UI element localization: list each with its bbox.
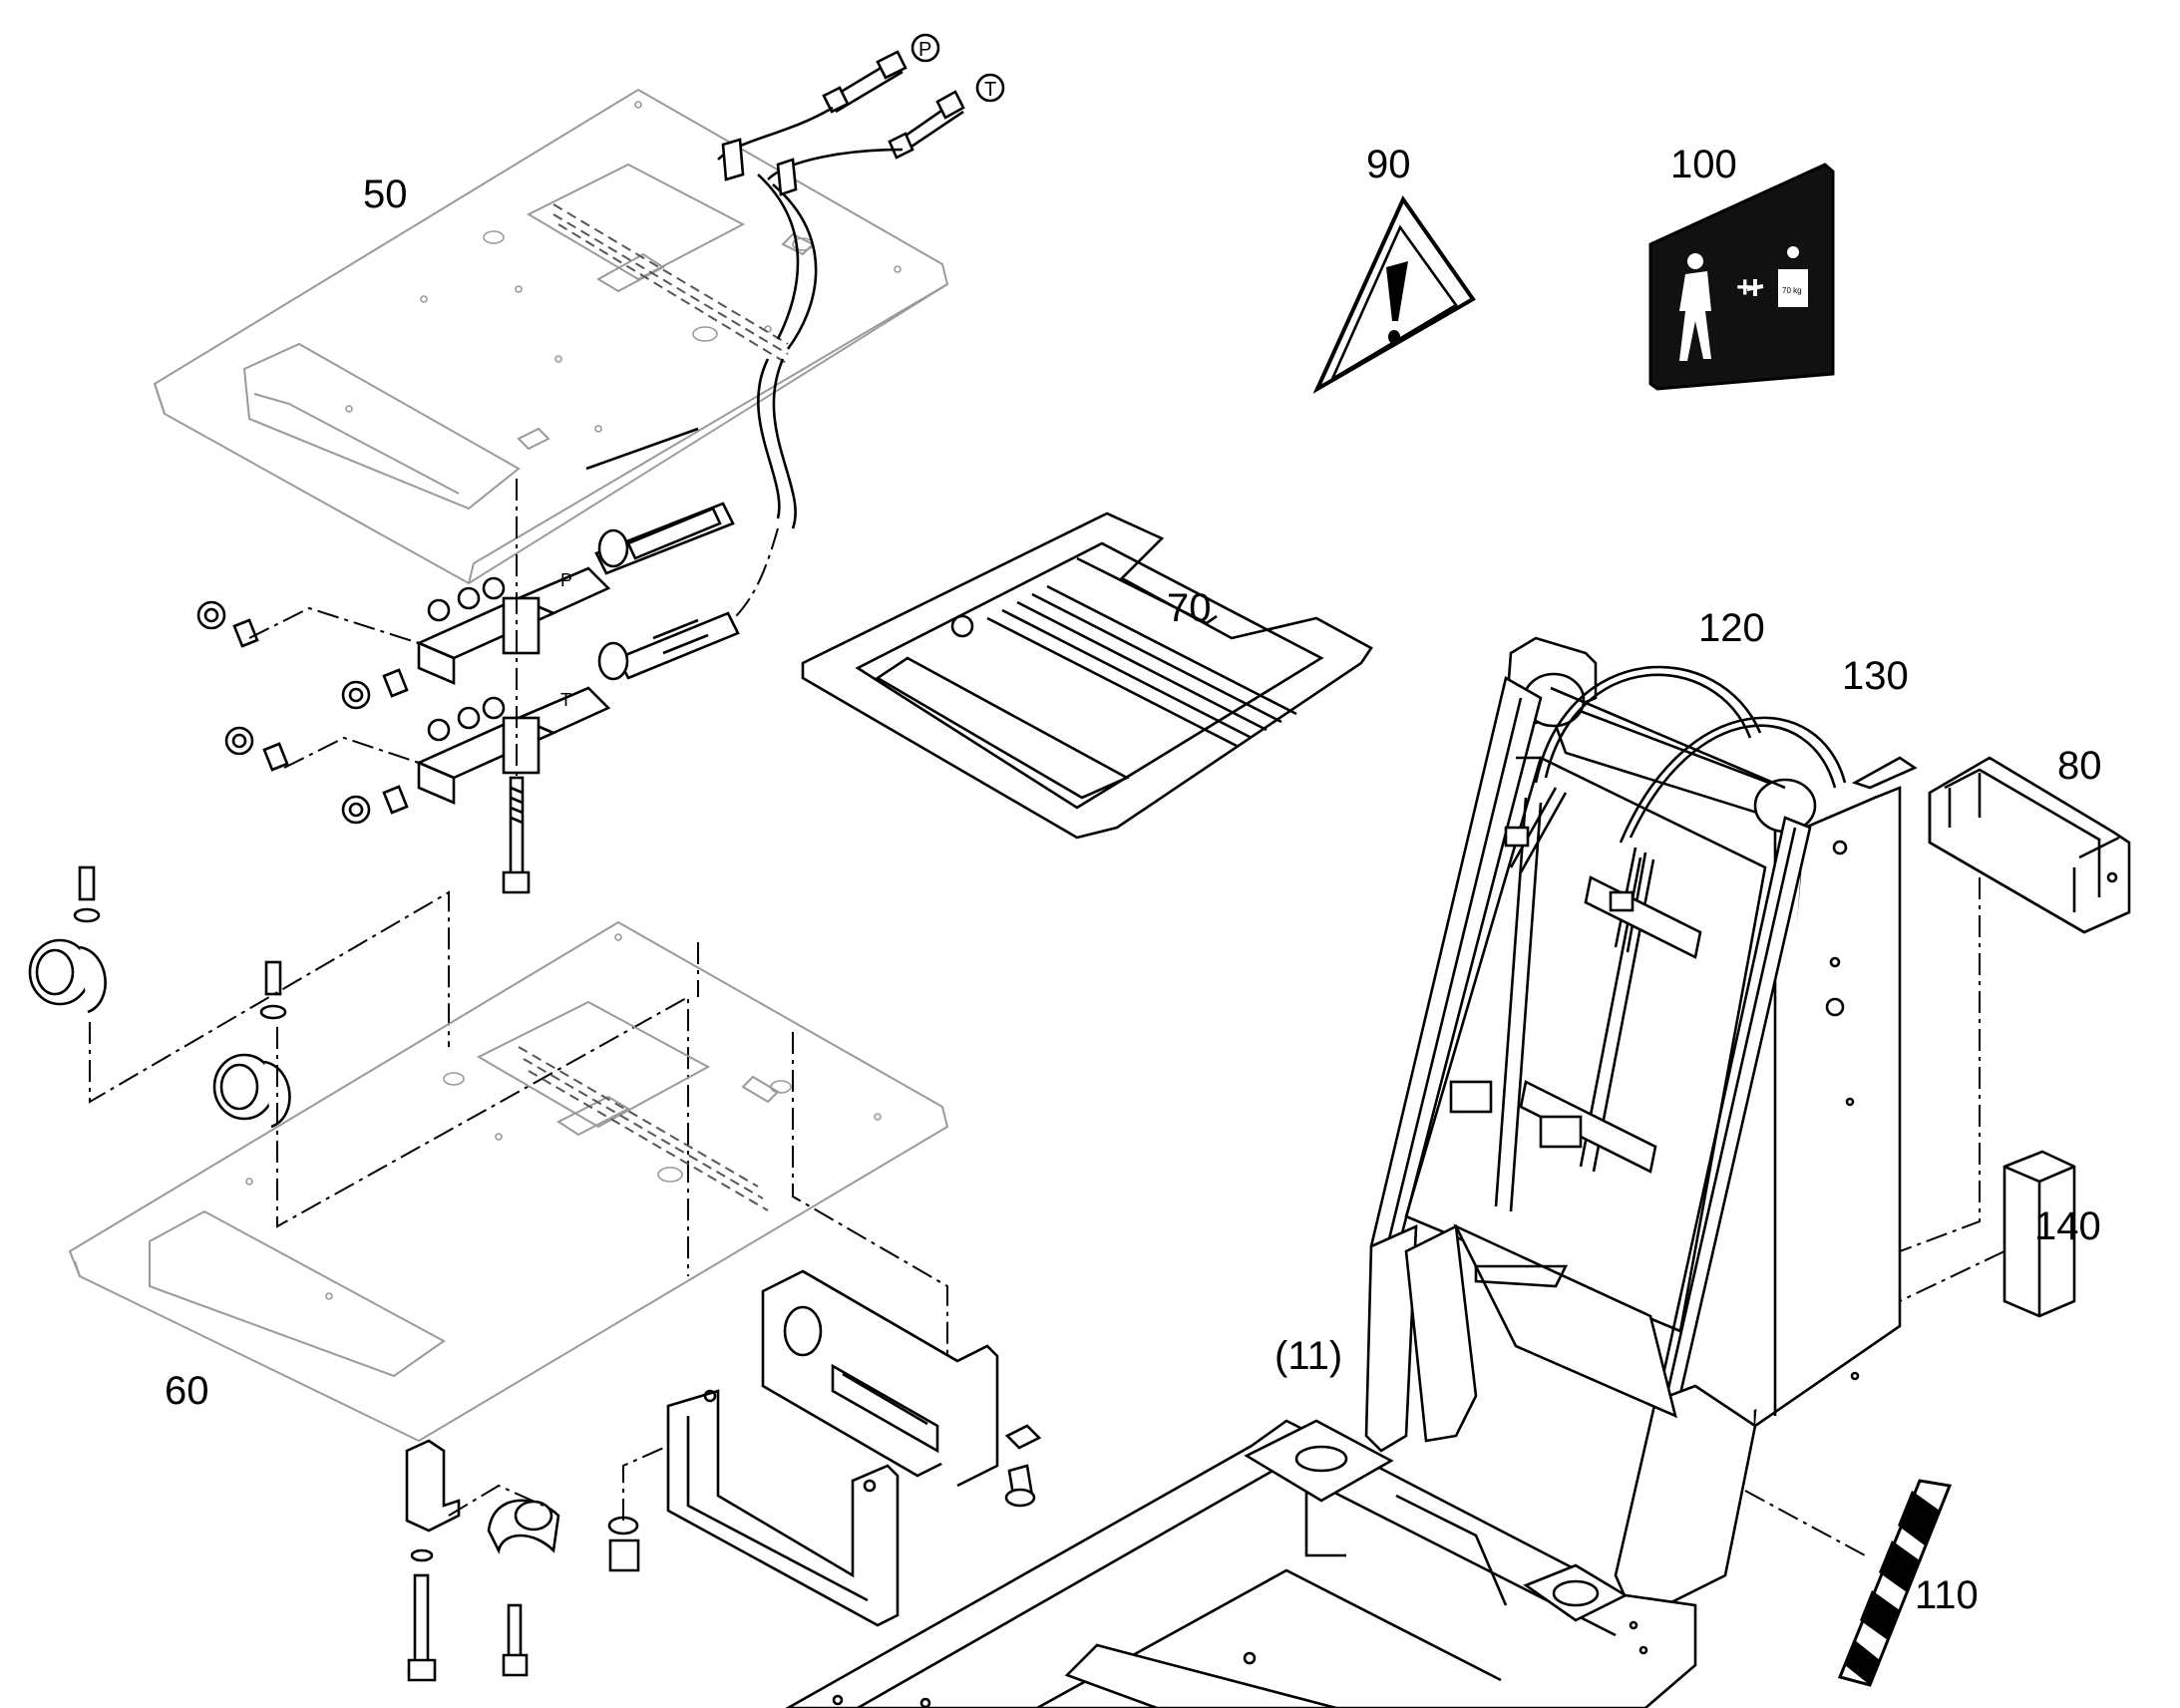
port-label-p-block: P xyxy=(560,570,572,590)
plate-60 xyxy=(68,920,949,1443)
hazard-strip-110 xyxy=(1744,1479,1953,1687)
callout-60: 60 xyxy=(165,1369,209,1413)
warning-triangle-icon xyxy=(1312,194,1476,394)
manifold-block-p xyxy=(415,566,611,685)
port-circle-t xyxy=(975,73,1005,103)
block-140 xyxy=(1899,1150,2076,1318)
box-bracket xyxy=(761,1269,1042,1508)
port-label-t-top: T xyxy=(984,79,996,101)
hose-fittings-top xyxy=(647,50,965,664)
callout-100: 100 xyxy=(1670,143,1737,186)
port-label-p-top: P xyxy=(918,39,931,61)
bottom-brackets xyxy=(405,1439,560,1682)
plate-50 xyxy=(153,88,949,585)
callout-70: 70 xyxy=(1167,586,1212,630)
manifold-block-t xyxy=(415,686,611,805)
callout-110: 110 xyxy=(1915,1573,1979,1617)
long-bolt xyxy=(502,479,531,894)
port-circle-p xyxy=(910,33,940,63)
callout-80: 80 xyxy=(2057,744,2102,788)
u-bracket xyxy=(607,1389,900,1627)
fasteners-blocks xyxy=(196,600,420,825)
floor-mat-70 xyxy=(801,512,1373,840)
callout-50: 50 xyxy=(363,172,408,216)
callout-11: (11) xyxy=(1274,1334,1343,1378)
mount-cups xyxy=(28,865,689,1276)
tray-80 xyxy=(1899,756,2131,1252)
port-label-t-block: T xyxy=(560,690,571,710)
sign-plus: + xyxy=(1736,271,1754,304)
weight-label: 70 kg xyxy=(1782,286,1802,295)
hydraulic-fittings xyxy=(585,427,740,681)
callout-130: 130 xyxy=(1842,654,1909,698)
callout-90: 90 xyxy=(1366,143,1411,186)
mast-frame xyxy=(785,636,1918,1708)
person-plus-weight-icon: 70 kg xyxy=(1648,163,1835,391)
callout-140: 140 xyxy=(2034,1204,2101,1248)
callout-120: 120 xyxy=(1698,606,1765,650)
